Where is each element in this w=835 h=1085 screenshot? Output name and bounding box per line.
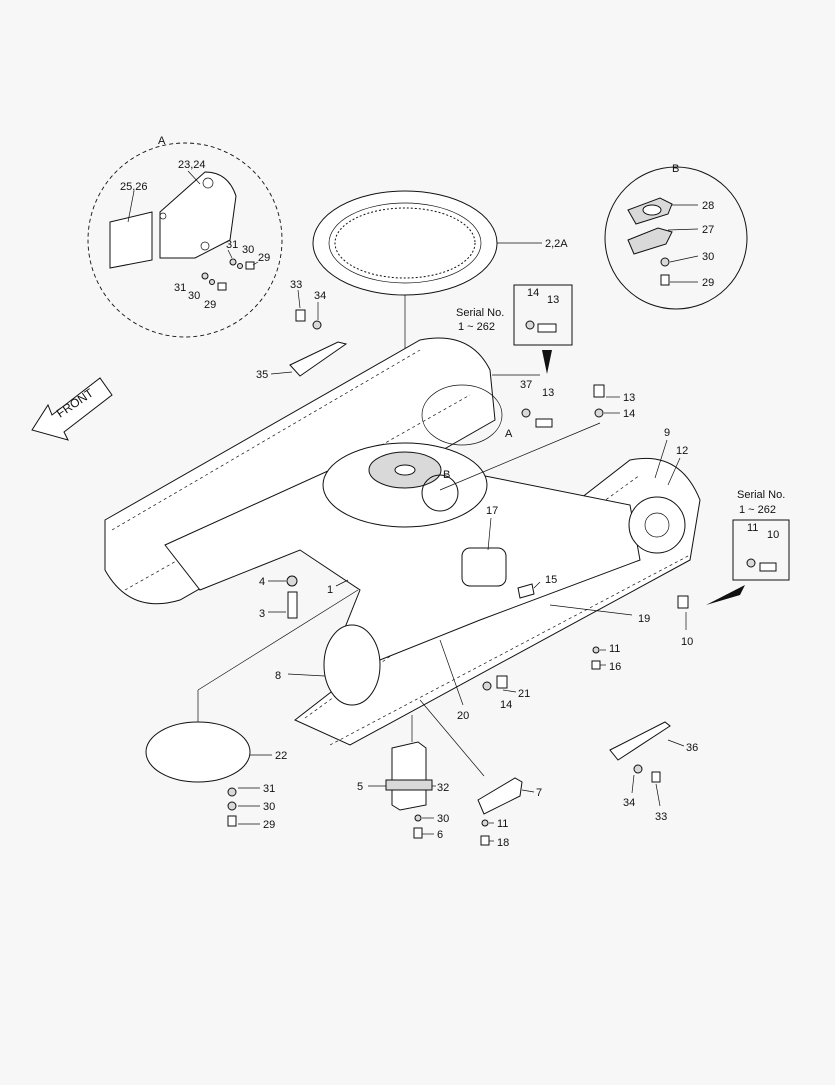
callout-6: 6 <box>437 829 443 841</box>
callout-10: 10 <box>681 636 693 648</box>
callout-23-24: 23,24 <box>178 159 206 171</box>
detail-a-ref: A <box>505 428 513 440</box>
callout-33: 33 <box>290 279 302 291</box>
callout-1: 1 <box>327 584 333 596</box>
fastener-group-right: 37 13 13 14 <box>520 379 635 428</box>
callout-16: 16 <box>609 661 621 673</box>
washer <box>229 258 237 266</box>
callout-34: 34 <box>314 290 326 302</box>
callout-11: 11 <box>747 522 758 534</box>
bottom-cover <box>145 721 251 783</box>
callout-33: 33 <box>655 811 667 823</box>
serial-note-title: Serial No. <box>456 307 504 319</box>
callout-4: 4 <box>259 576 265 588</box>
callout-8: 8 <box>275 670 281 682</box>
callout-14: 14 <box>500 699 512 711</box>
detail-b-circle <box>604 166 748 310</box>
callout-29: 29 <box>263 819 275 831</box>
callout-21: 21 <box>518 688 530 700</box>
swivel-joint-group: 5 32 30 6 <box>357 715 449 841</box>
bracket-7-group: 7 11 18 <box>419 699 542 849</box>
callout-31: 31 <box>226 239 238 251</box>
callout-17: 17 <box>486 505 498 517</box>
callout-22: 22 <box>275 750 287 762</box>
callout-14: 14 <box>623 408 635 420</box>
callout-12: 12 <box>676 445 688 457</box>
motor-callouts: 17 15 19 <box>486 505 650 625</box>
callout-31: 31 <box>263 783 275 795</box>
detail-a-view: A 23,24 25,26 31 30 29 31 30 29 <box>87 135 283 338</box>
track-guard-upper: 33 34 35 <box>256 279 348 381</box>
left-fasteners: 4 3 1 <box>259 575 349 620</box>
travel-motor <box>461 547 507 587</box>
callout-32: 32 <box>437 782 449 794</box>
guard-36 <box>609 721 671 761</box>
front-arrow-shape <box>31 377 113 441</box>
callout-30: 30 <box>437 813 449 825</box>
callout-30: 30 <box>188 290 200 302</box>
detail-b-marker <box>421 474 459 512</box>
callout-29: 29 <box>204 299 216 311</box>
serial-note-title: Serial No. <box>737 489 785 501</box>
callout-25-26: 25,26 <box>120 181 148 193</box>
bottom-cover-group: 22 31 30 29 <box>145 589 359 831</box>
callout-30: 30 <box>702 251 714 263</box>
front-arrow: FRONT <box>31 377 113 441</box>
callout-37: 37 <box>520 379 532 391</box>
cover <box>627 227 673 255</box>
serial-note-range: 1 ~ 262 <box>458 321 495 333</box>
detail-b-label: B <box>672 163 679 175</box>
callout-13: 13 <box>542 387 554 399</box>
callout-35: 35 <box>256 369 268 381</box>
undercarriage-assembly: B A <box>104 337 701 746</box>
track-guard-lower: 36 34 33 <box>609 721 698 823</box>
callout-2-2a: 2,2A <box>545 238 568 250</box>
bolt <box>245 261 255 270</box>
swing-bearing: 2,2A <box>312 190 568 460</box>
callout-7: 7 <box>536 787 542 799</box>
callout-10: 10 <box>767 529 779 541</box>
bracket-plate <box>109 211 153 269</box>
callout-30: 30 <box>242 244 254 256</box>
serial-note-range: 1 ~ 262 <box>739 504 776 516</box>
callout-18: 18 <box>497 837 509 849</box>
plug-group: 11 16 <box>591 643 621 673</box>
sprocket <box>628 496 686 554</box>
detail-a-marker <box>421 384 503 446</box>
callout-30: 30 <box>263 801 275 813</box>
idler <box>323 624 381 706</box>
callout-31: 31 <box>174 282 186 294</box>
callout-28: 28 <box>702 200 714 212</box>
callout-11: 11 <box>609 643 620 655</box>
serial-note-1: Serial No. 1 ~ 262 14 13 <box>456 284 573 374</box>
detail-a-label: A <box>158 135 166 147</box>
idler-callouts: 8 21 14 20 <box>275 639 530 722</box>
sprocket-callouts: 9 12 <box>654 427 688 486</box>
callout-5: 5 <box>357 781 363 793</box>
detail-b-view: B 28 27 30 29 <box>604 163 748 310</box>
detail-a-circle <box>87 142 283 338</box>
callout-29: 29 <box>258 252 270 264</box>
callout-13: 13 <box>623 392 635 404</box>
callout-11: 11 <box>497 818 508 830</box>
callout-20: 20 <box>457 710 469 722</box>
callout-27: 27 <box>702 224 714 236</box>
callout-34: 34 <box>623 797 635 809</box>
callout-15: 15 <box>545 574 557 586</box>
serial-note-2: Serial No. 1 ~ 262 11 10 10 <box>677 489 790 648</box>
swivel-joint <box>391 741 427 811</box>
callout-19: 19 <box>638 613 650 625</box>
callout-29: 29 <box>702 277 714 289</box>
cover-plate <box>159 171 237 259</box>
bracket-7 <box>477 777 523 815</box>
guard-35 <box>289 341 348 377</box>
callout-9: 9 <box>664 427 670 439</box>
callout-3: 3 <box>259 608 265 620</box>
callout-36: 36 <box>686 742 698 754</box>
detail-b-ref: B <box>443 469 450 481</box>
callout-13: 13 <box>547 294 559 306</box>
callout-14: 14 <box>527 287 539 299</box>
